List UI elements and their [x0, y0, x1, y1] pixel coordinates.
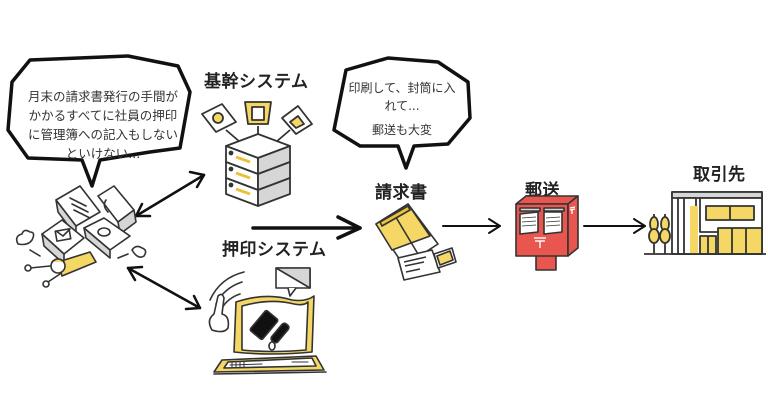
arrow-mail-client: [583, 218, 646, 234]
bubble-line: といけない...: [65, 146, 141, 161]
arrow-stamp-invoice: [251, 215, 362, 240]
invoice-label: 請求書: [375, 183, 428, 203]
speech-bubble-middle-text: 印刷して、封筒に入 れて... 郵送も大変: [340, 79, 464, 139]
speech-bubble-left-text: 月末の請求書発行の手間が かかるすべてに社員の押印 に管理簿への記入もしない と…: [18, 87, 188, 163]
photo-card-icon: [433, 247, 457, 269]
bubble-line: れて...: [384, 99, 420, 113]
core-system-label: 基幹システム: [204, 72, 309, 92]
file-document-icon: [244, 101, 272, 125]
stamp-icon: [249, 309, 290, 351]
worker-person: [24, 251, 97, 288]
image-document-icon: [281, 105, 313, 135]
stamp-system-label: 押印システム: [222, 240, 327, 260]
bubble-line: 印刷して、封筒に入: [348, 81, 456, 95]
client-label: 取引先: [693, 165, 746, 185]
mail-box-icon: [41, 219, 85, 265]
bubble-line: 郵送も大変: [371, 123, 432, 137]
arrow-worker-stamp: [126, 265, 202, 311]
arrow-worker-core: [134, 170, 206, 218]
chat-box-icon: [83, 217, 131, 259]
chart-document-icon: [201, 103, 237, 133]
bubble-line: 月末の請求書発行の手間が: [27, 89, 178, 104]
tree-icon: [648, 214, 671, 254]
arrow-invoice-mail: [442, 218, 501, 234]
postal-mark-icon: [534, 206, 576, 248]
bubble-line: かかるすべてに社員の押印: [28, 108, 178, 123]
bubble-line: に管理簿への記入もしない: [27, 127, 178, 142]
